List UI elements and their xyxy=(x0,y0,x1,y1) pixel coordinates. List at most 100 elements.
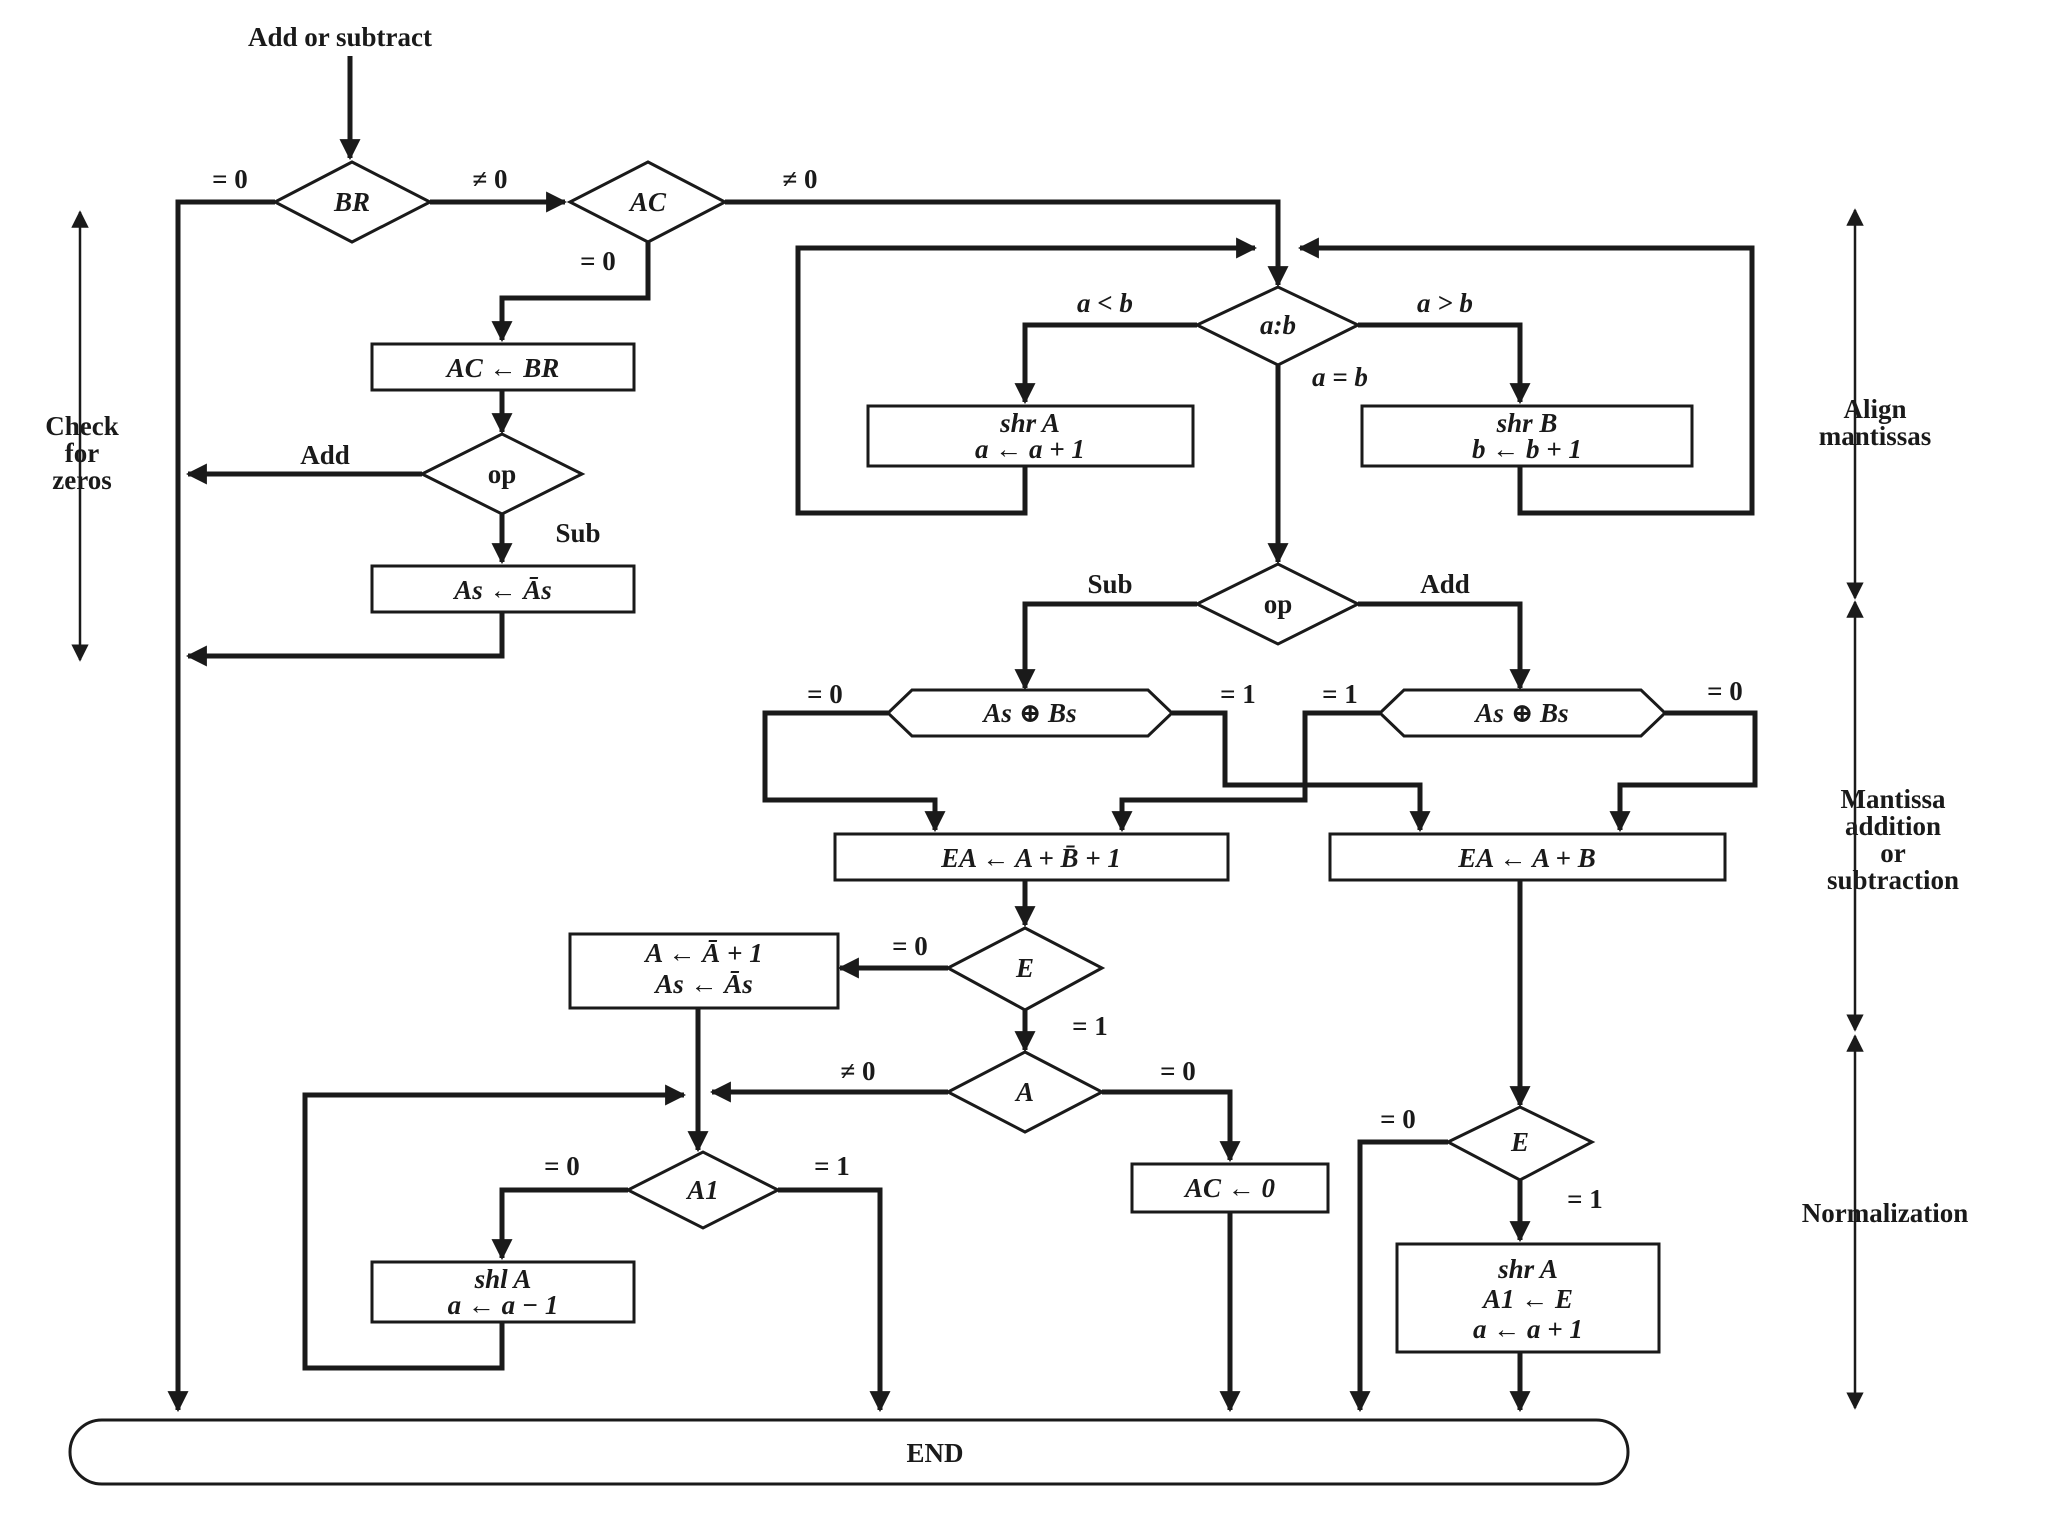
flow-ac-to-cmp xyxy=(725,199,1289,288)
decision-ac-label: AC xyxy=(628,187,667,217)
decision-br xyxy=(271,160,434,244)
terminal-end xyxy=(68,1418,1630,1486)
decision-e1-label: E xyxy=(1015,953,1034,983)
end-label: END xyxy=(906,1438,963,1468)
edge-a1-one: = 1 xyxy=(814,1151,850,1181)
decision-br-label: BR xyxy=(333,187,370,217)
box-shr-b-line2: b ← b + 1 xyxy=(1472,434,1582,464)
decision-a1 xyxy=(624,1150,782,1230)
edge-op1-add: Add xyxy=(300,440,350,470)
shapes xyxy=(68,160,1727,1486)
box-ac-zero-label: AC ← 0 xyxy=(1183,1173,1276,1203)
decision-op1 xyxy=(418,432,586,516)
box-as-neg xyxy=(370,564,636,614)
box-ac-br-label: AC ← BR xyxy=(445,353,560,383)
flow-op2-add xyxy=(1358,601,1531,691)
decision-op2-label: op xyxy=(1264,589,1293,619)
flow-xr-one xyxy=(1111,710,1380,833)
edge-br-zero: = 0 xyxy=(212,164,248,194)
box-shr-a-norm-line2: A1 ← E xyxy=(1481,1284,1573,1314)
box-shr-a-line2: a ← a + 1 xyxy=(975,434,1085,464)
box-ac-zero xyxy=(1130,1162,1330,1214)
start-label: Add or subtract xyxy=(248,22,432,52)
box-as-neg-label: As ← Ās xyxy=(452,575,552,605)
edge-xr-one: = 1 xyxy=(1322,679,1358,709)
labels: Add or subtract END Check for zeros Alig… xyxy=(45,22,1968,1468)
edge-e1-one: = 1 xyxy=(1072,1011,1108,1041)
decision-xor-right-label: As ⊕ Bs xyxy=(1473,698,1568,728)
side-label-normalization: Normalization xyxy=(1802,1198,1968,1228)
flow-xr-zero xyxy=(1609,710,1758,833)
decision-op1-label: op xyxy=(488,459,517,489)
box-shr-b-line1: shr B xyxy=(1496,408,1558,438)
flow-a-zero xyxy=(1102,1089,1241,1163)
edge-cmp-lt: a < b xyxy=(1077,288,1133,318)
box-complement-line2: As ← Ās xyxy=(653,969,753,999)
side-label-addsub-4: subtraction xyxy=(1827,865,1959,895)
flow-shl-loop xyxy=(302,1084,687,1371)
side-label-addsub-1: Mantissa xyxy=(1840,784,1946,814)
edge-op2-add: Add xyxy=(1420,569,1470,599)
decision-xor-left-label: As ⊕ Bs xyxy=(981,698,1076,728)
decision-e2-label: E xyxy=(1510,1127,1529,1157)
flow-a1-zero xyxy=(491,1187,628,1261)
edge-ac-zero: = 0 xyxy=(580,246,616,276)
box-ea-add xyxy=(1328,832,1727,882)
flow-xl-one xyxy=(1172,710,1431,833)
box-complement xyxy=(568,932,840,1010)
edge-op2-sub: Sub xyxy=(1087,569,1132,599)
flow-ac-to-acbr xyxy=(491,240,651,343)
side-label-check-1: Check xyxy=(45,411,119,441)
edge-e2-one: = 1 xyxy=(1567,1184,1603,1214)
flow-op2-sub xyxy=(1014,601,1197,691)
flow-xl-zero xyxy=(762,710,946,833)
flow-cmp-gt xyxy=(1358,322,1531,405)
box-shl-a xyxy=(370,1260,636,1324)
box-ac-br xyxy=(370,342,636,392)
decision-e2 xyxy=(1444,1105,1596,1182)
edge-e2-zero: = 0 xyxy=(1380,1104,1416,1134)
side-label-addsub-3: or xyxy=(1880,838,1906,868)
side-label-align-1: Align xyxy=(1843,394,1906,424)
edge-ac-nonzero: ≠ 0 xyxy=(782,164,817,194)
box-shr-a xyxy=(866,404,1195,468)
box-shr-a-line1: shr A xyxy=(999,408,1060,438)
side-label-check-2: for xyxy=(65,438,99,468)
edge-a-nonzero: ≠ 0 xyxy=(840,1056,875,1086)
edge-xl-one: = 1 xyxy=(1220,679,1256,709)
edge-a-zero: = 0 xyxy=(1160,1056,1196,1086)
flow-e2-zero xyxy=(1349,1139,1448,1413)
box-ea-add-label: EA ← A + B xyxy=(1457,843,1595,873)
box-shl-a-line2: a ← a − 1 xyxy=(448,1290,559,1320)
side-brackets xyxy=(71,208,1864,1410)
box-shl-a-line1: shl A xyxy=(474,1264,532,1294)
decision-xor-right xyxy=(1377,688,1668,738)
side-label-align-2: mantissas xyxy=(1819,421,1932,451)
box-complement-line1: A ← Ā + 1 xyxy=(643,938,762,968)
flow-shra-loop xyxy=(795,237,1258,516)
decision-a1-label: A1 xyxy=(685,1175,719,1205)
box-shr-b xyxy=(1360,404,1694,468)
decision-cmp-label: a:b xyxy=(1260,310,1296,340)
edge-a1-zero: = 0 xyxy=(544,1151,580,1181)
edge-cmp-eq: a = b xyxy=(1312,362,1368,392)
decision-xor-left xyxy=(885,688,1175,738)
box-shr-a-norm xyxy=(1395,1242,1661,1354)
side-label-check-3: zeros xyxy=(52,465,111,495)
edge-e1-zero: = 0 xyxy=(892,931,928,961)
decision-cmp xyxy=(1193,285,1362,367)
decision-op2 xyxy=(1193,562,1362,646)
edge-op1-sub: Sub xyxy=(555,518,600,548)
side-label-addsub-2: addition xyxy=(1845,811,1941,841)
flow-br-zero-to-end xyxy=(167,199,275,1413)
flow-as-to-main xyxy=(185,612,505,667)
box-shr-a-norm-line3: a ← a + 1 xyxy=(1473,1314,1583,1344)
flow-cmp-lt xyxy=(1014,322,1197,405)
box-ea-sub-label: EA ← A + B̄ + 1 xyxy=(940,843,1121,873)
edge-br-nonzero: ≠ 0 xyxy=(472,164,507,194)
decision-a xyxy=(944,1050,1106,1134)
edge-xr-zero: = 0 xyxy=(1707,676,1743,706)
decision-a-label: A xyxy=(1014,1077,1034,1107)
flow-lines xyxy=(167,56,1758,1413)
